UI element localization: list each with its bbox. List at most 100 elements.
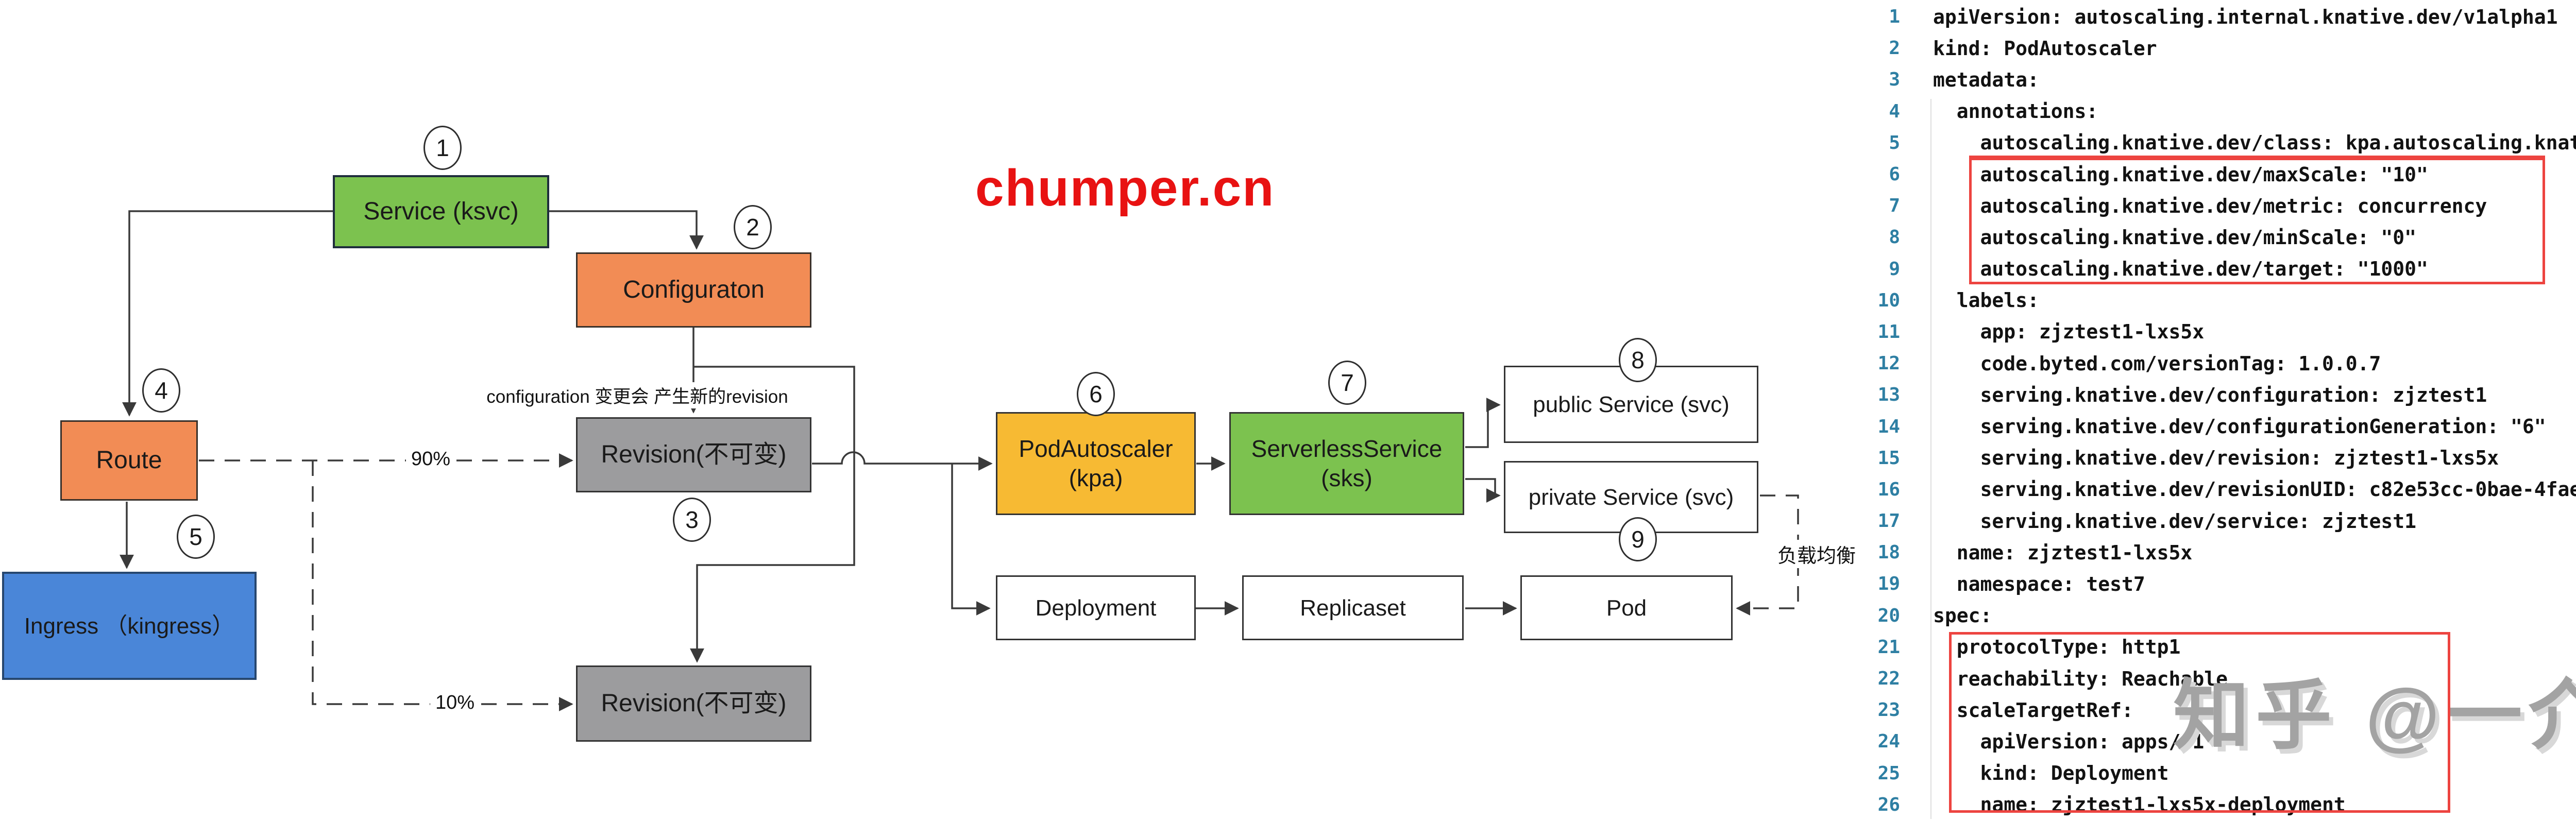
line-number: 23 (1877, 699, 1900, 721)
node-deployment: Deployment (996, 575, 1196, 640)
line-number: 21 (1877, 636, 1900, 658)
badge-number: 9 (1631, 526, 1645, 553)
line-text: autoscaling.knative.dev/maxScale: "10" (1933, 163, 2428, 186)
node-ingress-kingress: Ingress （kingress） (2, 572, 257, 680)
code-line: 9 autoscaling.knative.dev/target: "1000" (1855, 253, 2576, 285)
line-number: 11 (1877, 321, 1900, 343)
line-number: 16 (1877, 479, 1900, 500)
code-line: 13 serving.knative.dev/configuration: zj… (1855, 379, 2576, 411)
node-service-ksvc: Service (ksvc) (333, 175, 549, 248)
line-text: serving.knative.dev/configurationGenerat… (1933, 415, 2546, 438)
line-text: name: zjztest1-lxs5x (1933, 541, 2193, 564)
code-line: 4 annotations: (1855, 96, 2576, 127)
line-number: 26 (1877, 794, 1900, 815)
step-badge-4: 4 (142, 368, 180, 413)
line-text: annotations: (1933, 100, 2098, 123)
code-line: 18 name: zjztest1-lxs5x (1855, 537, 2576, 568)
step-badge-1: 1 (423, 126, 462, 170)
line-text: serving.knative.dev/configuration: zjzte… (1933, 383, 2487, 406)
code-line: 3 metadata: (1855, 64, 2576, 95)
code-line: 10 labels: (1855, 285, 2576, 316)
configuration-revision-note: configuration 变更会 产生新的revision (459, 382, 816, 408)
node-label: ServerlessService (1251, 435, 1443, 462)
badge-number: 8 (1631, 347, 1645, 373)
line-text: metadata: (1933, 68, 2039, 91)
code-line: 23 scaleTargetRef: (1855, 694, 2576, 726)
code-line: 19 namespace: test7 (1855, 568, 2576, 600)
indent-guide-line (1930, 99, 1931, 819)
code-line: 20 spec: (1855, 600, 2576, 631)
code-line: 12 code.byted.com/versionTag: 1.0.0.7 (1855, 348, 2576, 379)
node-revision-2: Revision(不可变) (576, 665, 811, 742)
line-text: spec: (1933, 604, 1992, 627)
traffic-split-90-label: 90% (406, 448, 456, 470)
code-line: 5 autoscaling.knative.dev/class: kpa.aut… (1855, 127, 2576, 159)
code-line: 11 app: zjztest1-lxs5x (1855, 316, 2576, 348)
line-number: 13 (1877, 384, 1900, 406)
traffic-split-10-label: 10% (430, 692, 480, 714)
line-number: 14 (1877, 416, 1900, 437)
line-text: autoscaling.knative.dev/target: "1000" (1933, 258, 2428, 281)
node-pod: Pod (1520, 575, 1733, 640)
node-label: Replicaset (1300, 595, 1406, 621)
line-number: 5 (1889, 132, 1900, 153)
line-text: autoscaling.knative.dev/metric: concurre… (1933, 194, 2487, 217)
line-number: 12 (1877, 353, 1900, 374)
line-number: 2 (1889, 38, 1900, 59)
badge-number: 7 (1341, 369, 1354, 396)
line-number: 9 (1889, 258, 1900, 280)
load-balance-label: 负载均衡 (1772, 540, 1861, 568)
node-label: Configuraton (623, 276, 765, 303)
line-number: 20 (1877, 605, 1900, 626)
step-badge-7: 7 (1328, 361, 1366, 405)
code-line: 16 serving.knative.dev/revisionUID: c82e… (1855, 474, 2576, 505)
node-label: Revision(不可变) (601, 690, 787, 717)
line-text: reachability: Reachable (1933, 667, 2228, 690)
line-text: code.byted.com/versionTag: 1.0.0.7 (1933, 352, 2381, 375)
node-label: Deployment (1035, 595, 1157, 621)
zhihu-author-watermark: 知乎 @一介刁民 (2173, 673, 2576, 758)
line-text: autoscaling.knative.dev/minScale: "0" (1933, 226, 2417, 249)
node-podautoscaler-kpa: PodAutoscaler (kpa) (996, 412, 1196, 515)
highlight-box-autoscaling-annotations (1969, 156, 2545, 284)
node-replicaset: Replicaset (1242, 575, 1464, 640)
site-watermark: chumper.cn (975, 159, 1275, 217)
node-route: Route (60, 420, 198, 501)
code-line: 25 kind: Deployment (1855, 758, 2576, 789)
line-text: autoscaling.knative.dev/class: kpa.autos… (1980, 131, 2576, 155)
line-number: 15 (1877, 447, 1900, 469)
line-number: 24 (1877, 731, 1900, 753)
line-text: serving.knative.dev/service: zjztest1 (1933, 509, 2417, 533)
node-configuration: Configuraton (576, 252, 811, 328)
line-text: scaleTargetRef: (1933, 698, 2133, 722)
line-number: 8 (1889, 227, 1900, 248)
line-number: 6 (1889, 164, 1900, 185)
code-line: 7 autoscaling.knative.dev/metric: concur… (1855, 190, 2576, 221)
line-number: 22 (1877, 668, 1900, 690)
line-text: apiVersion: apps/v1 (1933, 730, 2205, 753)
node-label: Service (ksvc) (363, 198, 519, 225)
line-text: app: zjztest1-lxs5x (1933, 320, 2205, 344)
line-text: namespace: test7 (1933, 572, 2145, 595)
node-serverlessservice-sks: ServerlessService (sks) (1229, 412, 1464, 515)
line-number: 25 (1877, 762, 1900, 784)
line-number: 3 (1889, 69, 1900, 91)
code-line: 21 protocolType: http1 (1855, 631, 2576, 663)
line-number: 17 (1877, 510, 1900, 532)
node-sublabel: (kpa) (1069, 465, 1123, 491)
code-line: 24 apiVersion: apps/v1 (1855, 726, 2576, 757)
badge-number: 5 (189, 523, 202, 550)
line-text: labels: (1933, 289, 2039, 312)
highlight-box-spec (1949, 632, 2450, 813)
node-sublabel: (sks) (1321, 465, 1372, 491)
line-number: 7 (1889, 195, 1900, 217)
node-label: Route (96, 447, 162, 474)
step-badge-9: 9 (1619, 517, 1657, 561)
line-text: serving.knative.dev/revisionUID: c82e53c… (1980, 478, 2576, 501)
badge-number: 4 (155, 377, 168, 404)
line-number: 1 (1889, 6, 1900, 28)
badge-number: 6 (1089, 381, 1103, 407)
